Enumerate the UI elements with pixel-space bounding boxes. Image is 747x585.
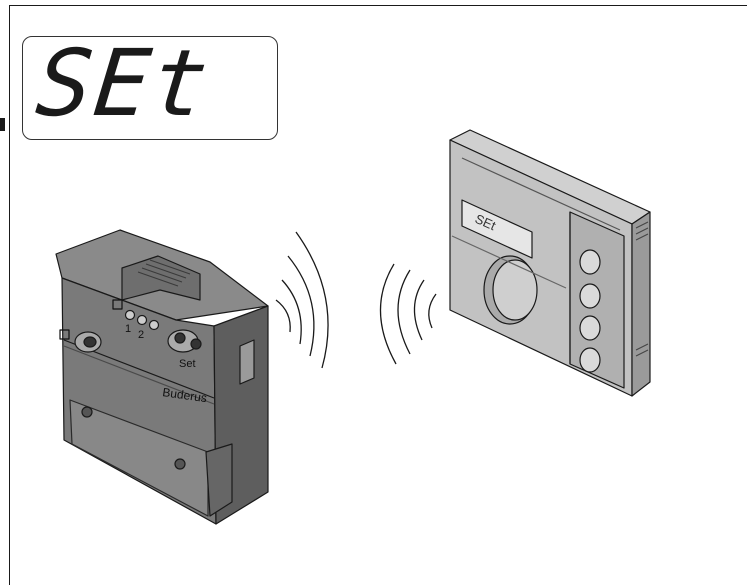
room-controller xyxy=(449,129,651,397)
brand-label: Buderus xyxy=(162,385,208,405)
set-label: Set xyxy=(179,358,196,370)
channel-1-label: 1 xyxy=(125,323,131,335)
channel-2-label: 2 xyxy=(138,329,144,341)
radio-waves-right xyxy=(379,263,437,365)
lcd-display-inset: SEt xyxy=(22,30,278,140)
frame-left-line xyxy=(9,5,10,585)
radio-waves-left xyxy=(275,231,329,369)
frame-tick-mark xyxy=(0,118,5,131)
receiver-module xyxy=(55,229,269,525)
frame-top-line xyxy=(9,5,747,6)
